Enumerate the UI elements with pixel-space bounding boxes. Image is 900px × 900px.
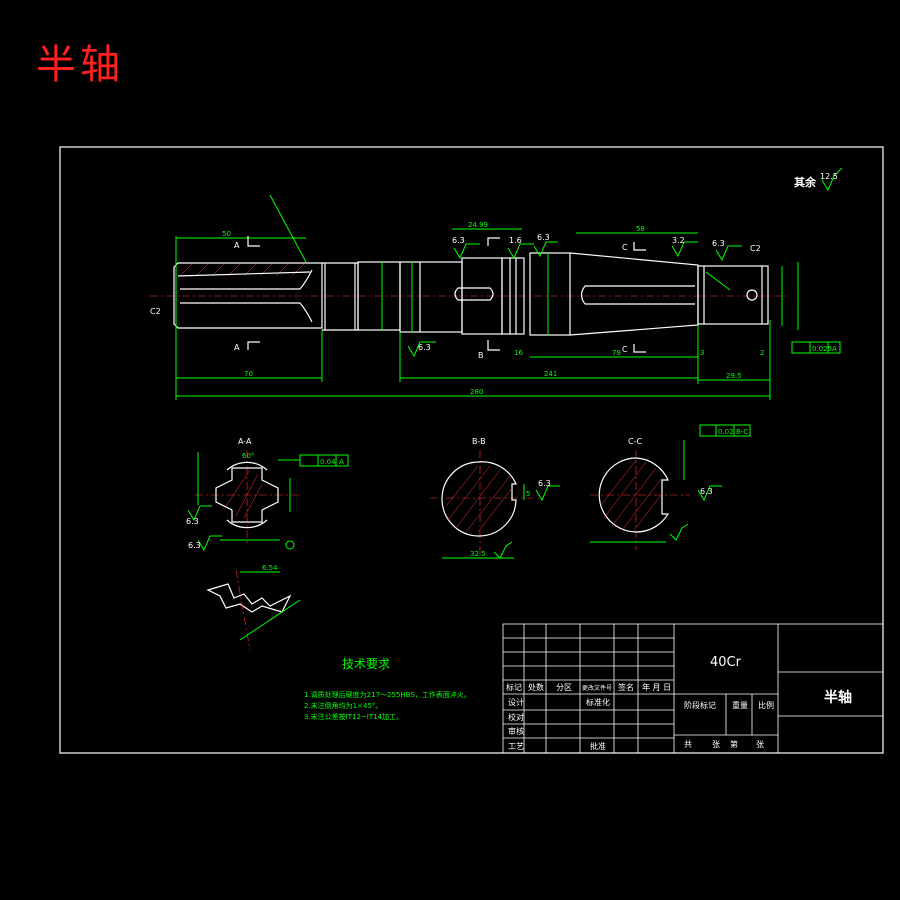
tb-di: 第 xyxy=(730,739,738,749)
spline-hatch xyxy=(177,263,311,277)
main-dimensions xyxy=(175,194,841,400)
tolerance-0-04: 0.04 xyxy=(320,458,336,466)
section-aa-label: A-A xyxy=(238,437,252,446)
dim-241: 241 xyxy=(544,370,557,378)
tb-sheji: 设计 xyxy=(508,697,524,707)
section-c-bottom: C xyxy=(622,345,628,354)
other-roughness-note: 其余 xyxy=(794,175,817,189)
section-a-bottom: A xyxy=(234,343,240,352)
tb-gengai: 更改文件号 xyxy=(582,684,612,692)
tolerance-0-02: 0.02 xyxy=(718,428,734,436)
roughness-6-3-a: 6.3 xyxy=(452,236,465,245)
section-c-top: C xyxy=(622,243,628,252)
tb-bili: 比例 xyxy=(758,700,774,710)
chamfer-c2-left: C2 xyxy=(150,307,161,316)
dim-70: 70 xyxy=(244,370,253,378)
dim-6-54: 6.54 xyxy=(262,564,278,572)
roughness-6-3-aa2: 6.3 xyxy=(188,541,201,550)
chamfer-c2-right: C2 xyxy=(750,244,761,253)
other-roughness-value: 12.5 xyxy=(820,172,838,181)
datum-a-label: A xyxy=(832,345,837,353)
material-label: 40Cr xyxy=(710,655,742,670)
dim-29-5: 29.5 xyxy=(726,372,742,380)
tb-zhang-2: 张 xyxy=(756,740,764,749)
roughness-6-3-bb: 6.3 xyxy=(538,479,551,488)
tech-req-title: 技术要求 xyxy=(342,657,390,671)
dim-50: 50 xyxy=(222,230,231,238)
drawing-heading: 半轴 xyxy=(36,42,124,88)
section-cc-view xyxy=(590,424,751,550)
tb-fenqu: 分区 xyxy=(556,683,572,692)
dim-60deg: 60° xyxy=(242,452,254,460)
roughness-6-3-b: 6.3 xyxy=(537,233,550,242)
dim-280: 280 xyxy=(470,388,483,396)
tb-zhongliang: 重量 xyxy=(732,700,748,710)
tb-biaozhunhua: 标准化 xyxy=(586,697,610,707)
tb-chushu: 处数 xyxy=(528,682,544,692)
tb-nianyueri: 年 月 日 xyxy=(642,682,671,692)
section-aa-view xyxy=(187,450,349,552)
dim-2: 2 xyxy=(760,349,764,357)
roughness-1-6: 1.6 xyxy=(509,236,522,245)
tb-gong: 共 xyxy=(684,740,692,749)
datum-a-aa: A xyxy=(339,458,344,466)
section-b-bottom: B xyxy=(478,351,484,360)
roughness-6-3-d: 6.3 xyxy=(418,343,431,352)
tb-shenhe: 审核 xyxy=(508,726,524,736)
dim-79: 79 xyxy=(612,349,621,357)
tb-gongyi: 工艺 xyxy=(508,742,524,751)
tolerance-0-025: 0.025 xyxy=(812,345,832,353)
dim-24-99: 24.99 xyxy=(468,221,488,229)
section-a-top: A xyxy=(234,241,240,250)
tech-req-line-1: 1.调质处理后硬度为217～255HBS，工作表面淬火。 xyxy=(304,690,471,699)
dim-16: 16 xyxy=(514,349,523,357)
section-markers xyxy=(247,236,646,353)
title-block xyxy=(502,623,884,754)
tb-pizhun: 批准 xyxy=(590,741,606,751)
roughness-6-3-cc: 6.3 xyxy=(700,487,713,496)
dim-5: 5 xyxy=(526,490,530,498)
dim-58: 58 xyxy=(636,225,645,233)
dim-32-5: 32.5 xyxy=(470,550,486,558)
datum-b-c: B-C xyxy=(736,428,748,436)
section-bb-view xyxy=(430,450,560,560)
tech-req-line-3: 3.未注公差按IT12~IT14加工。 xyxy=(304,712,403,721)
part-name-label: 半轴 xyxy=(824,689,852,706)
roughness-marks xyxy=(407,167,843,358)
roughness-6-3-c: 6.3 xyxy=(712,239,725,248)
drawing-frame xyxy=(59,146,884,754)
section-bb-label: B-B xyxy=(472,437,486,446)
tb-zhang-1: 张 xyxy=(712,740,720,749)
tb-qianming: 签名 xyxy=(618,682,634,692)
tech-req-line-2: 2.未注倒角均为1×45°。 xyxy=(304,701,382,710)
tb-jiaodui: 校对 xyxy=(508,712,524,722)
section-cc-label: C-C xyxy=(628,437,642,446)
shaft-main-view xyxy=(150,252,790,336)
tb-biaoji: 标记 xyxy=(506,682,522,692)
dim-3: 3 xyxy=(700,349,704,357)
roughness-3-2: 3.2 xyxy=(672,236,685,245)
roughness-6-3-aa1: 6.3 xyxy=(186,517,199,526)
spline-detail-view xyxy=(206,569,301,651)
tb-jieduan: 阶段标记 xyxy=(684,700,716,710)
